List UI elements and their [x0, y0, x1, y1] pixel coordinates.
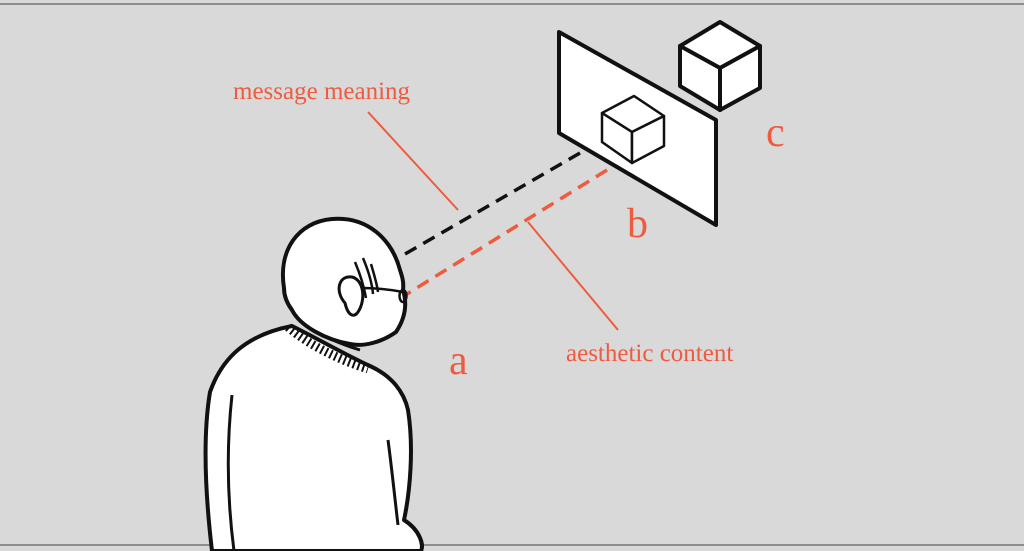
message-meaning-label: message meaning [233, 78, 411, 105]
aesthetic-content-label: aesthetic content [566, 340, 734, 367]
object-label-c: c [766, 110, 785, 156]
viewer-label-a: a [449, 338, 468, 384]
aesthetic-content-leader [527, 221, 619, 331]
bottom-rule [0, 544, 1024, 546]
message-meaning-leader [367, 111, 459, 211]
picture-label-b: b [627, 201, 648, 247]
aesthetic-sight-line [406, 168, 608, 296]
real-cube-icon [678, 20, 762, 112]
depicted-cube-icon [600, 94, 666, 165]
viewer-figure [203, 216, 424, 551]
message-sight-line [404, 151, 581, 256]
top-rule [0, 3, 1024, 5]
